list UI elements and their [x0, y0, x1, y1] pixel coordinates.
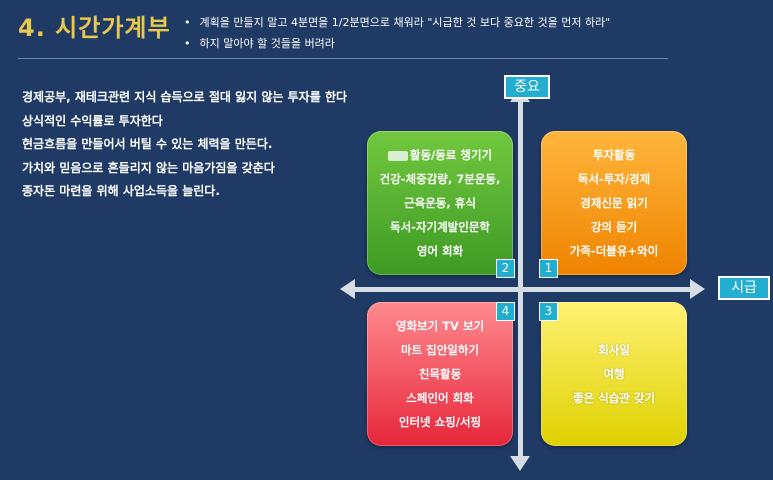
quadrant-3-box: 회사일 여행 좋은 식습관 갖기: [541, 302, 687, 446]
quadrant-1-box: 투자활동 독서-투자/경제 경제신문 읽기 강의 듣기 가족-더블유+와이: [541, 131, 687, 275]
redacted-mark: [387, 150, 408, 161]
quadrant-item: 친목활동: [418, 367, 462, 381]
quadrant-item: 활동/동료 챙기기: [387, 143, 492, 167]
principle-line: 종자돈 마련을 위해 사업소득을 늘린다.: [22, 184, 220, 198]
quadrant-item: 건강-체중감량, 7분운동,: [379, 172, 501, 186]
quadrant-item: 가족-더블유+와이: [569, 244, 659, 258]
quadrant-item: 강의 듣기: [590, 220, 638, 234]
quadrant-2-box: 활동/동료 챙기기 건강-체중감량, 7분운동, 근육운동, 휴식 독서-자기계…: [367, 131, 513, 275]
quadrant-item: 스페인어 회화: [406, 391, 474, 405]
quadrant-item: 경제신문 읽기: [580, 196, 648, 210]
quadrant-item: 인터넷 쇼핑/서핑: [398, 415, 482, 429]
principles-text: 경제공부, 재테크관련 지식 습득으로 절대 잃지 않는 투자를 한다 상식적인…: [22, 86, 357, 204]
urgency-axis-label: 시급: [718, 276, 770, 300]
vertical-axis: [518, 100, 523, 458]
slide-title: 4. 시간가계부: [18, 14, 171, 42]
quadrant-item: 투자활동: [592, 148, 636, 162]
principle-line: 현금흐름을 만들어서 버틸 수 있는 체력을 만든다.: [22, 137, 273, 151]
principle-line: 경제공부, 재테크관련 지식 습득으로 절대 잃지 않는 투자를 한다: [22, 90, 348, 104]
quadrant-item: 독서-투자/경제: [577, 172, 651, 186]
horizontal-axis: [352, 287, 692, 292]
title-divider: [18, 58, 668, 59]
bullet-item: 계획을 만들지 말고 4분면을 1/2분면으로 채워라 "시급한 것 보다 중요…: [184, 12, 611, 33]
quadrant-item: 마트 집안일하기: [400, 343, 480, 357]
quadrant-3-number: 3: [539, 302, 558, 321]
quadrant-4-number: 4: [496, 302, 515, 321]
quadrant-item: 영어 회화: [416, 244, 464, 258]
quadrant-item: 영화보기 TV 보기: [395, 319, 485, 333]
quadrant-1-number: 1: [539, 259, 558, 278]
quadrant-4-box: 영화보기 TV 보기 마트 집안일하기 친목활동 스페인어 회화 인터넷 쇼핑/…: [367, 302, 513, 446]
arrow-down-icon: [510, 456, 530, 471]
arrow-right-icon: [690, 279, 705, 299]
arrow-left-icon: [340, 279, 355, 299]
quadrant-item: 여행: [603, 367, 625, 381]
quadrant-item: 회사일: [598, 343, 630, 357]
header-bullets: 계획을 만들지 말고 4분면을 1/2분면으로 채워라 "시급한 것 보다 중요…: [184, 12, 611, 54]
quadrant-item: 근육운동, 휴식: [404, 196, 476, 210]
bullet-item: 하지 말아야 할 것들을 버려라: [184, 33, 610, 54]
quadrant-item: 독서-자기계발인문학: [390, 220, 490, 234]
quadrant-item: 좋은 식습관 갖기: [572, 391, 656, 405]
importance-axis-label: 중요: [504, 75, 550, 99]
principle-line: 상식적인 수익률로 투자한다: [22, 113, 163, 128]
quadrant-2-number: 2: [496, 259, 515, 278]
principle-line: 가치와 믿음으로 흔들리지 않는 마음가짐을 갖춘다: [22, 160, 275, 175]
